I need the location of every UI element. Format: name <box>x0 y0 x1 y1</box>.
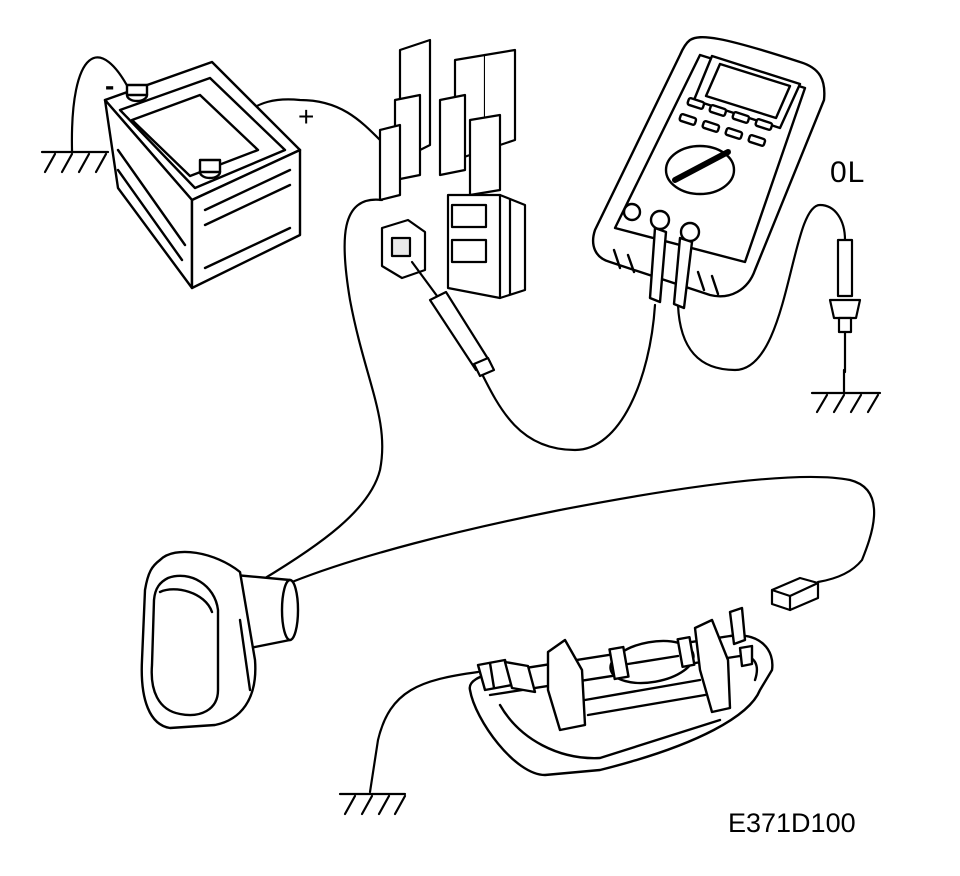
meter-jack-v <box>649 209 671 231</box>
switch-feed-wire <box>260 198 384 582</box>
switch-to-connector-wire <box>290 475 876 584</box>
multimeter <box>591 36 826 310</box>
meter-display <box>692 54 802 130</box>
ground-symbol-probe <box>810 368 882 414</box>
switch <box>140 550 300 730</box>
ground-symbol-battery <box>40 148 110 174</box>
lamp-ground-wire <box>368 670 480 794</box>
meter-lead-black <box>478 303 657 452</box>
test-probe <box>410 260 496 378</box>
connector-plug <box>770 576 820 612</box>
meter-lead-red <box>676 203 847 372</box>
fuse-box <box>378 38 527 300</box>
switch-rocker <box>150 574 220 717</box>
battery <box>103 60 302 290</box>
battery-negative-label: - <box>105 70 115 101</box>
external-probe <box>828 238 862 374</box>
lamp-housing <box>468 606 774 777</box>
meter-reading-label: 0L <box>830 156 866 189</box>
figure-code-label: E371D100 <box>728 808 856 838</box>
meter-jack-com <box>622 202 642 222</box>
ground-wire-battery <box>70 56 134 152</box>
battery-positive-label: + <box>298 101 315 132</box>
ground-symbol-lamp <box>338 792 407 816</box>
